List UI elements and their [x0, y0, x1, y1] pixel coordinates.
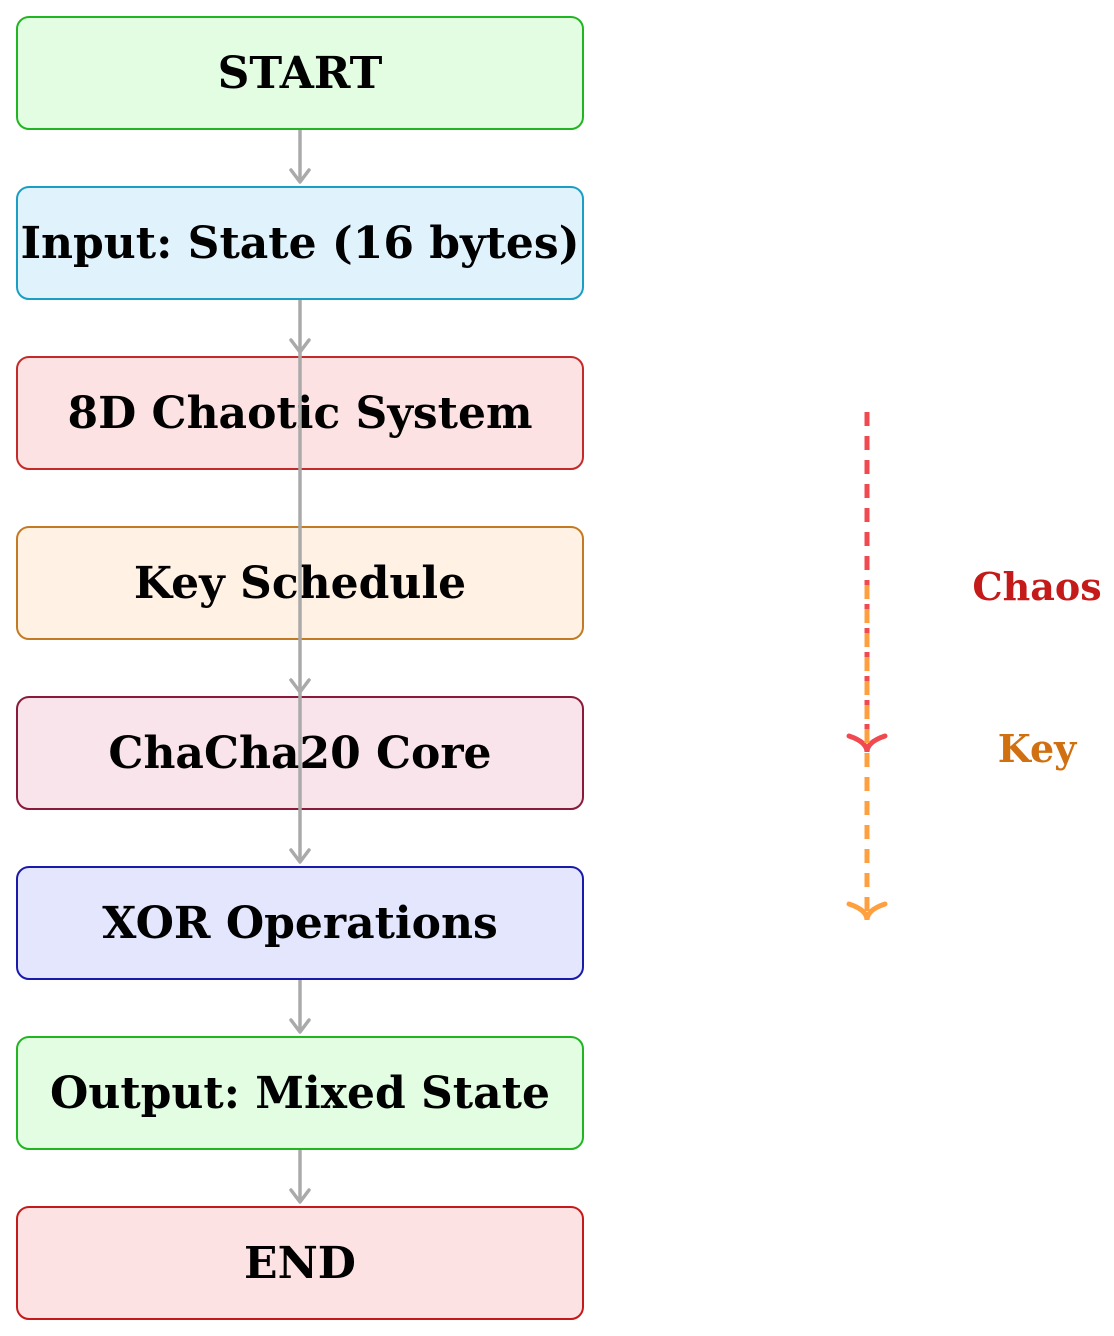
node-box-output: [16, 1036, 584, 1150]
node-box-end: [16, 1206, 584, 1320]
key-label: Key: [998, 726, 1077, 771]
arrowhead-output-to-end: [289, 1188, 311, 1204]
node-end: END: [16, 1206, 584, 1320]
node-label-xor: XOR Operations: [102, 898, 498, 949]
arrowhead-input-to-chaotic: [289, 338, 311, 354]
node-label-start: START: [218, 48, 383, 99]
arrowhead-key-to-chacha: [289, 678, 311, 694]
node-input: Input: State (16 bytes): [16, 186, 584, 300]
chaos-arrowhead: [846, 733, 888, 753]
chaos-label: Chaos: [972, 564, 1101, 609]
key-arrowhead: [846, 901, 888, 921]
node-output: Output: Mixed State: [16, 1036, 584, 1150]
node-box-start: [16, 16, 584, 130]
arrowhead-start-to-input: [289, 168, 311, 184]
side-flows: Chaos Key: [846, 412, 1102, 921]
flow-arrows: [289, 130, 311, 1204]
arrowhead-chacha-to-xor: [289, 848, 311, 864]
node-label-input: Input: State (16 bytes): [20, 218, 579, 269]
node-xor: XOR Operations: [16, 866, 584, 980]
node-box-input: [16, 186, 584, 300]
node-label-output: Output: Mixed State: [50, 1068, 550, 1119]
node-label-end: END: [244, 1238, 356, 1289]
node-start: START: [16, 16, 584, 130]
node-box-xor: [16, 866, 584, 980]
arrowhead-xor-to-output: [289, 1018, 311, 1034]
